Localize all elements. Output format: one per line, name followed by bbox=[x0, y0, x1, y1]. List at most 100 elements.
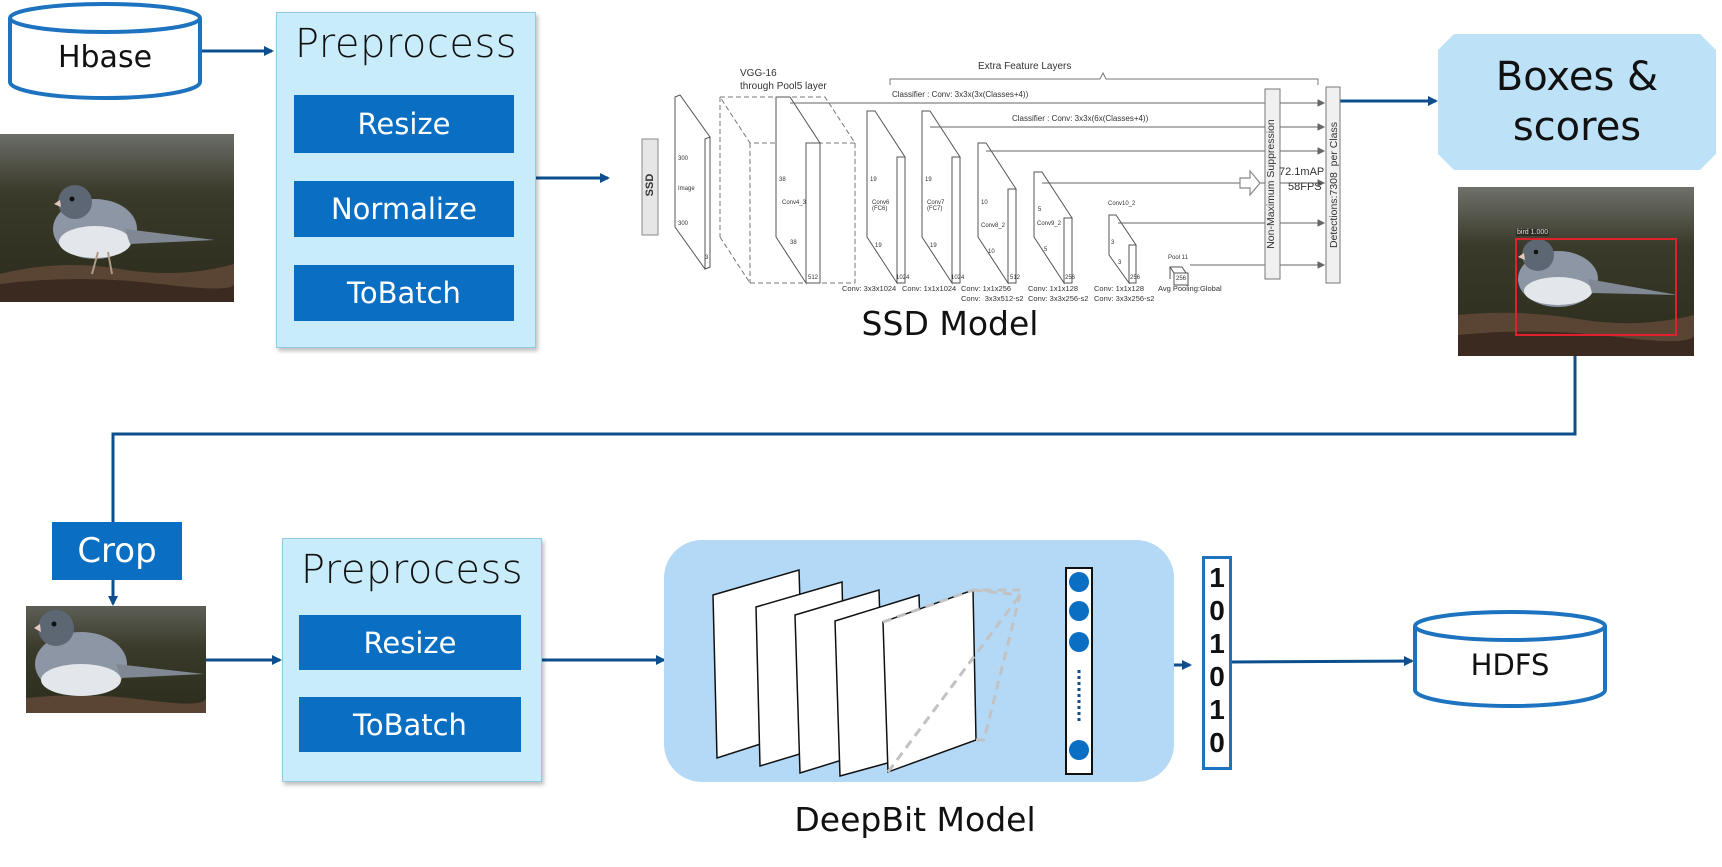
pool11-depth: 256 bbox=[1176, 276, 1187, 282]
bit-6: 0 bbox=[1209, 727, 1225, 758]
neurons bbox=[1069, 572, 1089, 760]
conv-op-label-6: Avg Pooling:Global bbox=[1158, 284, 1222, 293]
conv4-3-name: Conv4_3 bbox=[782, 200, 807, 206]
conv6-size2: 19 bbox=[875, 243, 882, 249]
image-layer bbox=[674, 94, 711, 270]
conv6-name: Conv6 (FC6) bbox=[872, 200, 890, 212]
connection-lines bbox=[882, 588, 1022, 773]
ssd-architecture: SSD VGG-16 through Pool5 layer Extra Fea… bbox=[630, 55, 1350, 310]
arrow-bits-to-hdfs bbox=[1231, 656, 1414, 667]
conv8-2-size2: 10 bbox=[988, 249, 995, 255]
image-c: 3 bbox=[705, 255, 709, 261]
detections-box bbox=[1325, 86, 1341, 284]
conv7-layer bbox=[921, 110, 961, 285]
bit-4: 0 bbox=[1209, 661, 1225, 692]
preprocess-panel-top: Preprocess Resize Normalize ToBatch bbox=[276, 12, 536, 348]
bounding-box bbox=[1515, 238, 1677, 336]
conv9-2-name: Conv9_2 bbox=[1037, 221, 1062, 227]
bit-5: 1 bbox=[1209, 694, 1225, 725]
step-tobatch: ToBatch bbox=[294, 265, 514, 321]
ssd-side-label: SSD bbox=[644, 173, 656, 197]
deepbit-model-caption: DeepBit Model bbox=[794, 800, 1036, 839]
conv7-depth: 1024 bbox=[951, 275, 965, 281]
ssd-model-caption: SSD Model bbox=[861, 304, 1039, 343]
binary-code-vector: 1 0 1 0 1 0 bbox=[1202, 556, 1232, 770]
step-normalize: Normalize bbox=[294, 181, 514, 237]
conv-op-label-5a: Conv: 1x1x128 bbox=[1094, 284, 1145, 293]
bird-photo-with-bbox bbox=[1458, 187, 1694, 356]
conv9-2-depth: 256 bbox=[1065, 275, 1076, 281]
cropped-bird-image bbox=[26, 606, 206, 713]
crop-step: Crop bbox=[52, 522, 182, 580]
image-h: 300 bbox=[678, 156, 689, 162]
conv10-2-size: 3 bbox=[1111, 240, 1115, 246]
extra-layers-bracket bbox=[889, 71, 1319, 85]
classifier-1-label: Classifier : Conv: 3x3x(3x(Classes+4)) bbox=[892, 90, 1029, 99]
image-w: 300 bbox=[678, 221, 689, 227]
conv9-2-size2: 5 bbox=[1044, 247, 1048, 253]
ssd-network-diagram bbox=[641, 71, 1341, 286]
conv8-2-layer bbox=[977, 142, 1017, 285]
detection-result-image: bird 1.000 bbox=[1458, 187, 1694, 356]
conv10-2-depth: 256 bbox=[1130, 275, 1141, 281]
bit-2: 0 bbox=[1209, 595, 1225, 626]
vgg-label-line1: VGG-16 bbox=[740, 68, 777, 79]
conv7-size2: 19 bbox=[930, 243, 937, 249]
conv8-2-depth: 512 bbox=[1010, 275, 1021, 281]
step-resize: Resize bbox=[294, 95, 514, 153]
step-tobatch-bottom: ToBatch bbox=[299, 697, 521, 752]
conv10-2-layer bbox=[1108, 214, 1137, 285]
conv-op-label-5b: Conv: 3x3x256-s2 bbox=[1094, 294, 1155, 303]
input-bird-image bbox=[0, 134, 234, 302]
classifier-arrows bbox=[790, 99, 1326, 269]
preprocess-title: Preprocess bbox=[294, 21, 518, 67]
hollow-arrow-icon bbox=[1239, 169, 1261, 197]
hbase-label: Hbase bbox=[57, 40, 153, 75]
boxes-label-line1: Boxes & bbox=[1495, 54, 1659, 100]
conv6-size: 19 bbox=[870, 177, 877, 183]
pool11-name: Pool 11 bbox=[1168, 255, 1188, 261]
vgg-label-line2: through Pool5 layer bbox=[740, 81, 827, 92]
conv4-3-size2: 38 bbox=[790, 240, 797, 246]
metric-map: 72.1mAP bbox=[1279, 166, 1325, 178]
nms-stage: Non-Maximum Suppression 72.1mAP 58FPS bbox=[1238, 86, 1338, 286]
conv4-3-depth: 512 bbox=[808, 275, 819, 281]
conv-op-label-3a: Conv: 1x1x256 bbox=[961, 284, 1012, 293]
hdfs-label: HDFS bbox=[1470, 648, 1550, 682]
connector-detection-to-crop bbox=[111, 356, 1577, 522]
nms-box bbox=[1264, 88, 1281, 280]
step-resize-bottom: Resize bbox=[299, 615, 521, 670]
conv-op-label-4b: Conv: 3x3x256-s2 bbox=[1028, 294, 1089, 303]
feature-map-5 bbox=[882, 588, 977, 774]
metric-fps: 58FPS bbox=[1288, 181, 1322, 193]
boxes-label-line2: scores bbox=[1512, 104, 1642, 150]
conv8-2-name: Conv8_2 bbox=[981, 223, 1006, 229]
conv-op-label-1: Conv: 3x3x1024 bbox=[842, 284, 897, 293]
classifier-2-label: Classifier : Conv: 3x3x(6x(Classes+4)) bbox=[1012, 114, 1149, 123]
conv10-2-size2: 3 bbox=[1118, 260, 1122, 266]
pool11-layer bbox=[1169, 266, 1189, 286]
cropped-bird-photo bbox=[26, 606, 206, 713]
bird-photo bbox=[0, 134, 234, 302]
conv-op-label-3b: Conv: 3x3x512-s2 bbox=[961, 294, 1024, 303]
conv7-name: Conv7 (FC7) bbox=[927, 200, 945, 212]
deepbit-network-diagram bbox=[712, 567, 1093, 777]
feature-maps bbox=[712, 569, 977, 777]
conv9-2-layer bbox=[1033, 171, 1073, 285]
conv10-2-name: Conv10_2 bbox=[1108, 201, 1136, 207]
conv9-2-size: 5 bbox=[1038, 207, 1042, 213]
extra-layers-label: Extra Feature Layers bbox=[978, 61, 1072, 72]
preprocess-panel-bottom: Preprocess Resize ToBatch bbox=[282, 538, 542, 782]
hbase-datastore: Hbase bbox=[6, 0, 204, 102]
database-cylinder-icon bbox=[1413, 610, 1607, 708]
database-cylinder-icon bbox=[8, 2, 202, 100]
vgg-block bbox=[719, 96, 856, 284]
boxes-and-scores-node: Boxes & scores bbox=[1438, 34, 1716, 170]
conv6-layer bbox=[866, 110, 906, 285]
bbox-label: bird 1.000 bbox=[1516, 229, 1550, 236]
deepbit-model bbox=[664, 540, 1174, 782]
conv4-3-size: 38 bbox=[779, 177, 786, 183]
image-name: Image bbox=[678, 186, 695, 192]
hdfs-datastore: HDFS bbox=[1411, 608, 1609, 710]
